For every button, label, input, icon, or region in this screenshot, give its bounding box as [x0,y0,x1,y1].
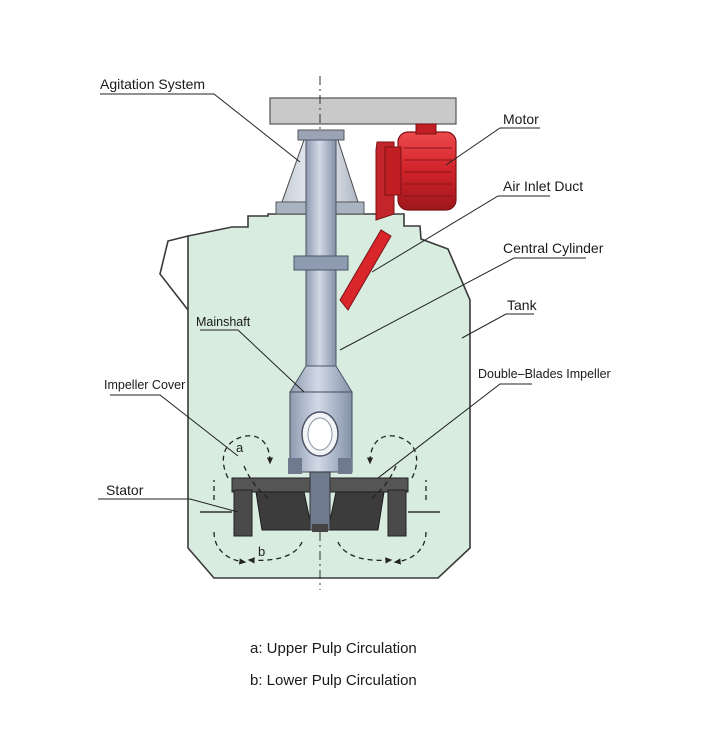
air-inlet-duct [339,229,392,311]
label-central-cylinder: Central Cylinder [503,240,604,256]
motor [384,123,457,211]
flow-mark-a: a [236,440,244,455]
flow-mark-b: b [258,544,265,559]
stator-impeller [200,471,440,537]
label-agitation-system: Agitation System [100,76,206,92]
central-cylinder [289,139,353,393]
circulation-arrows [213,435,427,565]
legend-lower-circulation: b: Lower Pulp Circulation [250,672,417,689]
label-stator: Stator [106,482,144,498]
top-beam [269,97,457,125]
label-tank: Tank [507,297,537,313]
label-impeller-cover: Impeller Cover [104,378,186,392]
impeller-housing [288,391,353,474]
leader-lines [98,93,586,513]
label-motor: Motor [503,111,539,127]
tank-lip [159,235,189,311]
label-double-blades-impeller: Double–Blades Impeller [478,367,611,381]
legend-upper-circulation: a: Upper Pulp Circulation [250,640,417,657]
label-air-inlet-duct: Air Inlet Duct [503,178,584,194]
label-mainshaft: Mainshaft [196,315,251,329]
